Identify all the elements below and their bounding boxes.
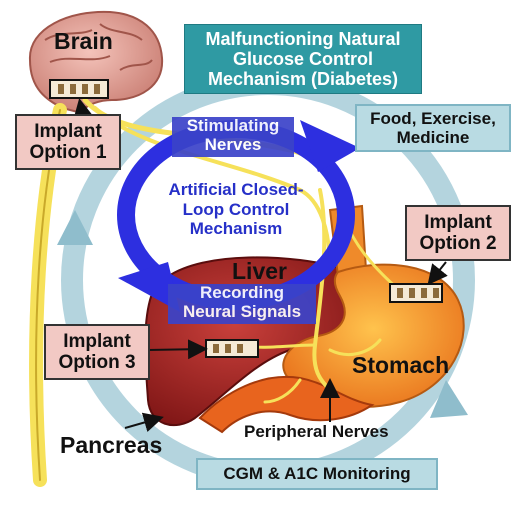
control-loop-line-3: Mechanism [189, 219, 283, 239]
control-loop-line-1: Artificial Closed- [168, 180, 304, 199]
liver-label: Liver [232, 258, 287, 284]
implant-2-line-1: Implant [424, 211, 492, 233]
implant-option-2-box: Implant Option 2 [405, 205, 511, 261]
monitoring-label: CGM & A1C Monitoring [223, 464, 411, 484]
implant-chip-3 [205, 339, 259, 358]
title-line-3: Mechanism (Diabetes) [207, 69, 399, 90]
title-line-1: Malfunctioning Natural [205, 28, 401, 49]
implant-1-line-2: Option 1 [29, 142, 107, 163]
title-box: Malfunctioning Natural Glucose Control M… [184, 24, 422, 94]
brain-folds [44, 23, 153, 71]
control-loop-label: Artificial Closed- Loop Control Mechanis… [141, 180, 331, 239]
brain-label: Brain [54, 28, 113, 54]
implant-1-line-1: Implant [34, 120, 102, 142]
inputs-line-1: Food, Exercise, [370, 108, 496, 128]
recording-signals-band: Recording Neural Signals [168, 283, 316, 324]
inputs-line-2: Medicine [396, 128, 470, 147]
pancreas-label: Pancreas [60, 432, 163, 458]
implant-chip-2 [389, 283, 443, 303]
implant-option-3-box: Implant Option 3 [44, 324, 150, 380]
implant-chip-1 [49, 79, 109, 99]
inputs-box: Food, Exercise, Medicine [355, 104, 511, 152]
recording-line-1: Recording [199, 283, 285, 302]
loop-arrowhead-top [300, 120, 360, 172]
stimulating-nerves-band: Stimulating Nerves [172, 116, 294, 157]
implant-3-line-2: Option 3 [58, 352, 136, 373]
stimulating-line-2: Nerves [204, 134, 262, 154]
loop-arrowhead-bottom [118, 262, 180, 312]
callout-arrows [73, 98, 448, 433]
cycle-arrowhead-left [57, 210, 93, 245]
implant-2-line-2: Option 2 [419, 233, 497, 254]
title-line-2: Glucose Control [232, 48, 373, 69]
cycle-arrowhead-right [430, 380, 468, 418]
stimulating-line-1: Stimulating [186, 116, 280, 135]
peripheral-nerves-label: Peripheral Nerves [244, 422, 389, 441]
recording-line-2: Neural Signals [182, 301, 302, 321]
control-loop-line-2: Loop Control [182, 199, 290, 219]
monitoring-box: CGM & A1C Monitoring [196, 458, 438, 490]
implant-option-1-box: Implant Option 1 [15, 114, 121, 170]
implant-3-line-1: Implant [63, 330, 131, 352]
stomach-label: Stomach [352, 352, 450, 378]
